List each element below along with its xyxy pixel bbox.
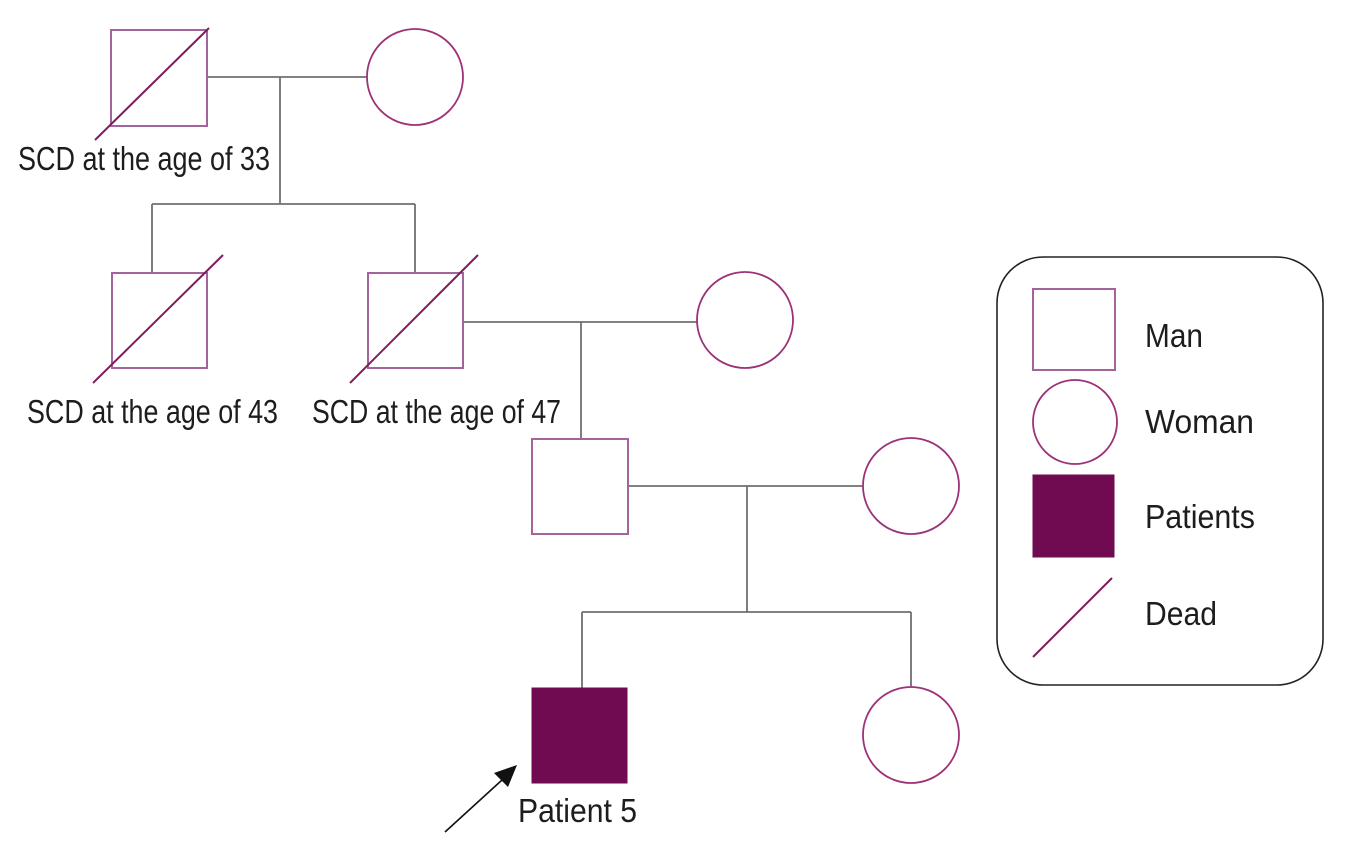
generation-1: SCD at the age of 33	[18, 27, 464, 177]
generation-2: SCD at the age of 43 SCD at the age of 4…	[27, 254, 794, 430]
legend-patients-label: Patients	[1145, 498, 1255, 535]
dead-slash-gen1-man	[94, 27, 210, 141]
patient5-affected-square	[531, 687, 628, 784]
woman-gen3-circle	[862, 437, 960, 535]
legend-man-square-icon	[1032, 288, 1116, 371]
legend-dead-slash-icon	[1032, 577, 1113, 658]
legend-woman-label: Woman	[1145, 403, 1254, 440]
legend-patients-square-icon	[1032, 474, 1115, 558]
legend-dead-label: Dead	[1145, 595, 1217, 632]
generation-4: Patient 5	[444, 686, 960, 833]
generation-3	[531, 437, 960, 535]
connector-lines	[151, 76, 912, 688]
dead-slash-gen2-left	[92, 254, 224, 384]
label-scd-47: SCD at the age of 47	[312, 393, 561, 430]
label-patient5: Patient 5	[518, 792, 637, 829]
legend-box	[996, 256, 1324, 686]
legend-woman-circle-icon	[1032, 379, 1118, 465]
label-scd-43: SCD at the age of 43	[27, 393, 278, 430]
man-gen3-square	[531, 438, 629, 535]
dead-slash-gen2-right	[349, 254, 479, 384]
man-gen2-right-deceased-square	[367, 272, 464, 369]
man-gen2-left-deceased-square	[111, 272, 208, 369]
proband-arrow-shaft	[444, 779, 503, 833]
proband-arrow-head	[494, 765, 517, 787]
woman-gen2-circle	[696, 271, 794, 369]
legend: Man Woman Patients Dead	[996, 256, 1324, 686]
woman-gen1-circle	[366, 28, 464, 126]
woman-gen4-circle	[862, 686, 960, 784]
legend-man-label: Man	[1145, 317, 1203, 354]
label-scd-33: SCD at the age of 33	[18, 140, 270, 177]
